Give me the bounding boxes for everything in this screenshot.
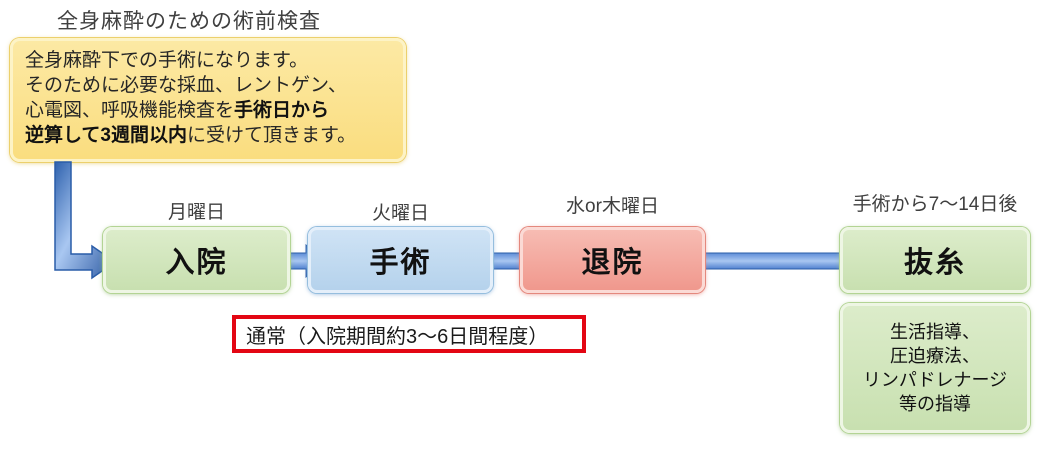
preop-note-box: 全身麻酔下での手術になります。 そのために必要な採血、レントゲン、 心電図、呼吸… bbox=[10, 38, 406, 162]
note-line: 心電図、呼吸機能検査を手術日から bbox=[25, 100, 330, 121]
flow-step-admission: 入院 bbox=[103, 227, 290, 293]
flow-step-discharge: 退院 bbox=[520, 227, 705, 293]
arrow-discharge-to-suture-removal-icon bbox=[679, 244, 868, 278]
step-label: 入院 bbox=[165, 247, 228, 279]
note-line: 逆算して3週間以内に受けて頂きます。 bbox=[25, 125, 357, 146]
timing-label-suture-removal: 手術から7～14日後 bbox=[852, 194, 1018, 215]
aftercare-line: 圧迫療法、 bbox=[890, 346, 980, 366]
aftercare-line: リンパドレナージ bbox=[862, 370, 1008, 390]
timing-label-admission: 月曜日 bbox=[167, 202, 225, 223]
step-label: 退院 bbox=[581, 247, 644, 279]
duration-note-text: 通常（入院期間約3～6日間程度） bbox=[246, 325, 549, 348]
flow-step-suture-removal: 抜糸 bbox=[840, 227, 1030, 293]
note-line: そのために必要な採血、レントゲン、 bbox=[25, 75, 347, 96]
page-title: 全身麻酔のための術前検査 bbox=[57, 10, 321, 33]
timing-label-surgery: 火曜日 bbox=[371, 203, 429, 224]
step-label: 手術 bbox=[369, 247, 432, 279]
step-label: 抜糸 bbox=[903, 247, 966, 279]
aftercare-box: 生活指導、 圧迫療法、 リンパドレナージ 等の指導 bbox=[840, 303, 1030, 433]
aftercare-line: 等の指導 bbox=[899, 394, 971, 414]
duration-note-box: 通常（入院期間約3～6日間程度） bbox=[232, 315, 586, 353]
timing-label-discharge: 水or木曜日 bbox=[566, 196, 659, 217]
aftercare-line: 生活指導、 bbox=[890, 322, 980, 342]
note-line: 全身麻酔下での手術になります。 bbox=[25, 50, 309, 71]
flow-step-surgery: 手術 bbox=[308, 227, 493, 293]
